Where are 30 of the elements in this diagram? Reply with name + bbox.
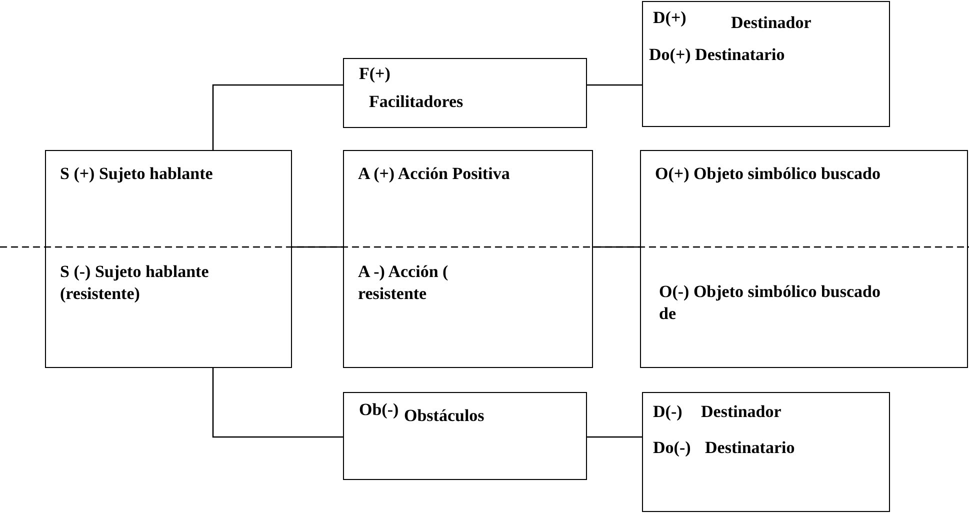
box-label: Obstáculos — [404, 405, 484, 427]
text-box — [640, 150, 968, 368]
text-box — [343, 150, 593, 368]
text-box — [343, 58, 587, 128]
connector-line — [292, 246, 343, 248]
box-label: Destinador — [731, 12, 812, 34]
box-label: D(-) — [653, 401, 682, 423]
box-label: O(+) Objeto simbólico buscado — [655, 163, 880, 185]
box-label: A -) Acción ( resistente — [358, 261, 450, 305]
connector-line — [212, 368, 343, 438]
text-box — [45, 150, 292, 368]
box-label: A (+) Acción Positiva — [358, 163, 510, 185]
connector-line — [593, 246, 640, 248]
text-box — [642, 392, 890, 512]
connector-line — [212, 84, 343, 150]
box-label: Destinador — [701, 401, 782, 423]
box-label: S (-) Sujeto hablante (resistente) — [60, 261, 210, 305]
connector-line — [587, 84, 642, 86]
box-label: D(+) — [653, 7, 686, 29]
box-label: O(-) Objeto simbólico buscado de — [659, 281, 882, 325]
connector-line — [587, 436, 642, 438]
box-label: Do(+) Destinatario — [649, 44, 785, 66]
box-label: F(+) — [359, 63, 390, 85]
text-box — [642, 1, 890, 127]
box-label: Facilitadores — [369, 91, 464, 113]
box-label: Destinatario — [705, 437, 795, 459]
box-label: Ob(-) — [359, 399, 399, 421]
box-label: S (+) Sujeto hablante — [60, 163, 213, 185]
text-box — [343, 392, 587, 480]
box-label: Do(-) — [653, 437, 691, 459]
